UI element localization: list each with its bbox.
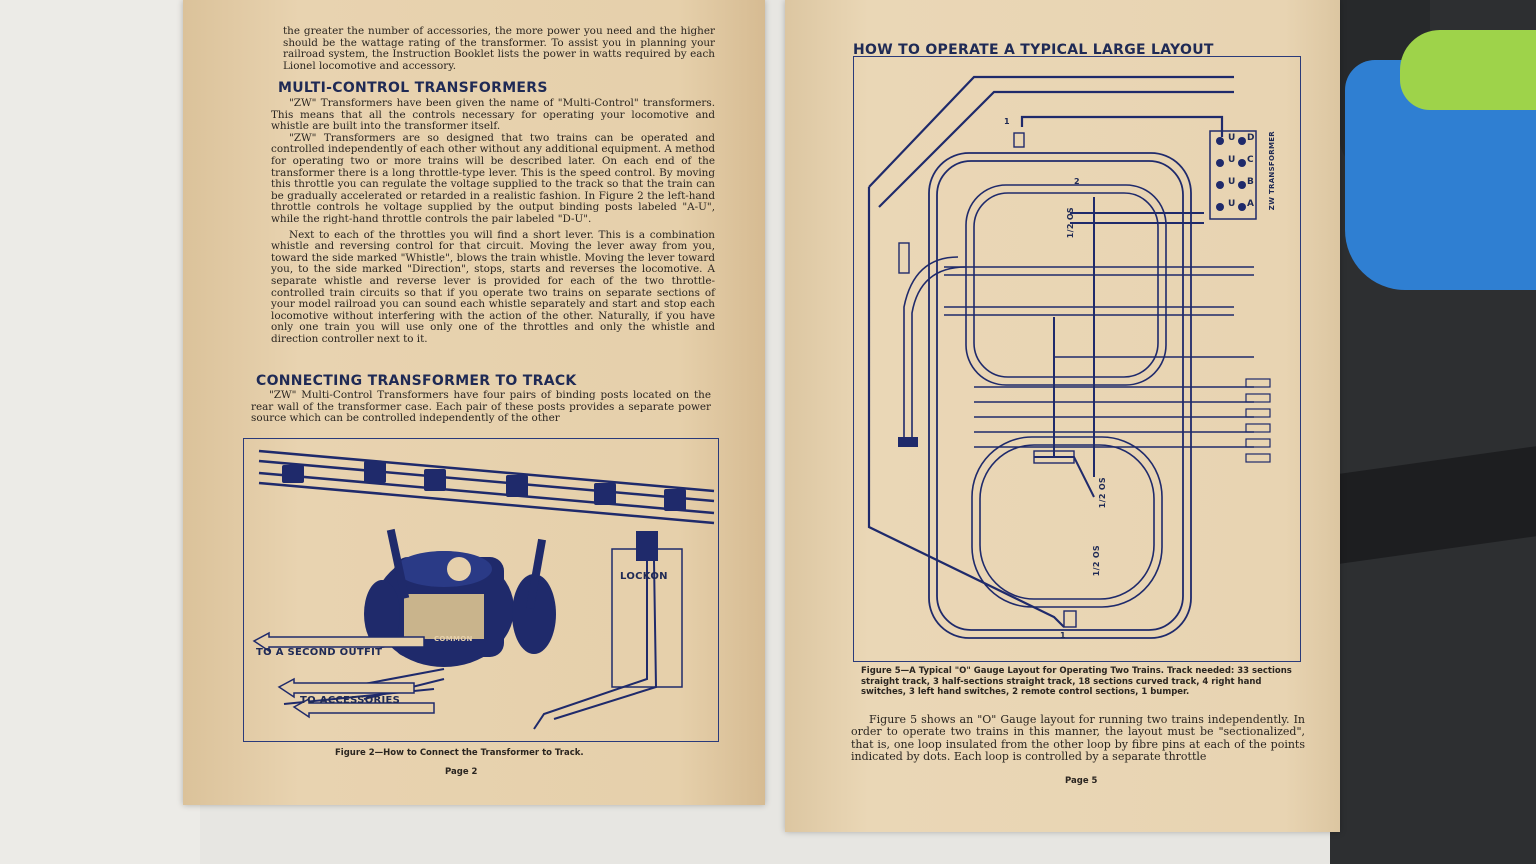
lockon-label: LOCKON bbox=[620, 571, 668, 582]
terminal-u-1: U bbox=[1228, 133, 1236, 143]
track-number-3: 1 bbox=[1060, 631, 1066, 640]
left-page-number: Page 2 bbox=[445, 767, 478, 777]
layout-diagram bbox=[867, 75, 1271, 639]
right-heading: HOW TO OPERATE A TYPICAL LARGE LAYOUT bbox=[853, 42, 1214, 58]
track-number-2: 2 bbox=[1074, 177, 1080, 186]
intro-paragraph: the greater the number of accessories, t… bbox=[283, 25, 715, 72]
figure2-illustration bbox=[252, 449, 715, 730]
common-label: COMMON bbox=[434, 635, 473, 643]
figure5-frame: ZW TRANSFORMER D C B A U U U U 1/2 OS 1/… bbox=[853, 56, 1301, 662]
section1-heading: MULTI-CONTROL TRANSFORMERS bbox=[278, 80, 548, 96]
figure2-frame: LOCKON TO A SECOND OUTFIT TO ACCESSORIES… bbox=[243, 438, 719, 742]
accessories-label: TO ACCESSORIES bbox=[300, 695, 401, 706]
left-page: the greater the number of accessories, t… bbox=[183, 0, 765, 805]
terminal-d: D bbox=[1247, 133, 1255, 143]
track-number-1: 1 bbox=[1004, 117, 1010, 126]
section-label-1: 1/2 OS bbox=[1066, 207, 1075, 239]
second-outfit-label: TO A SECOND OUTFIT bbox=[256, 647, 383, 658]
terminal-u-3: U bbox=[1228, 177, 1236, 187]
section2-heading: CONNECTING TRANSFORMER TO TRACK bbox=[256, 373, 577, 389]
terminal-b: B bbox=[1247, 177, 1255, 187]
figure2-caption: Figure 2—How to Connect the Transformer … bbox=[335, 748, 584, 758]
zw-transformer-label: ZW TRANSFORMER bbox=[1268, 131, 1276, 211]
terminal-a: A bbox=[1247, 199, 1255, 209]
green-cloth bbox=[1400, 30, 1536, 110]
section-label-2: 1/2 OS bbox=[1098, 477, 1107, 509]
right-body-text: Figure 5 shows an "O" Gauge layout for r… bbox=[851, 713, 1305, 764]
terminal-u-4: U bbox=[1228, 199, 1236, 209]
table-surface bbox=[0, 0, 200, 864]
terminal-c: C bbox=[1247, 155, 1254, 165]
section2-body: "ZW" Multi-Control Transformers have fou… bbox=[251, 389, 711, 425]
terminal-u-2: U bbox=[1228, 155, 1236, 165]
section1-body: "ZW" Transformers have been given the na… bbox=[271, 97, 715, 345]
figure5-caption: Figure 5—A Typical "O" Gauge Layout for … bbox=[861, 666, 1292, 697]
section-label-3: 1/2 OS bbox=[1092, 545, 1101, 577]
right-page: HOW TO OPERATE A TYPICAL LARGE LAYOUT bbox=[785, 0, 1340, 832]
right-page-number: Page 5 bbox=[1065, 776, 1098, 786]
